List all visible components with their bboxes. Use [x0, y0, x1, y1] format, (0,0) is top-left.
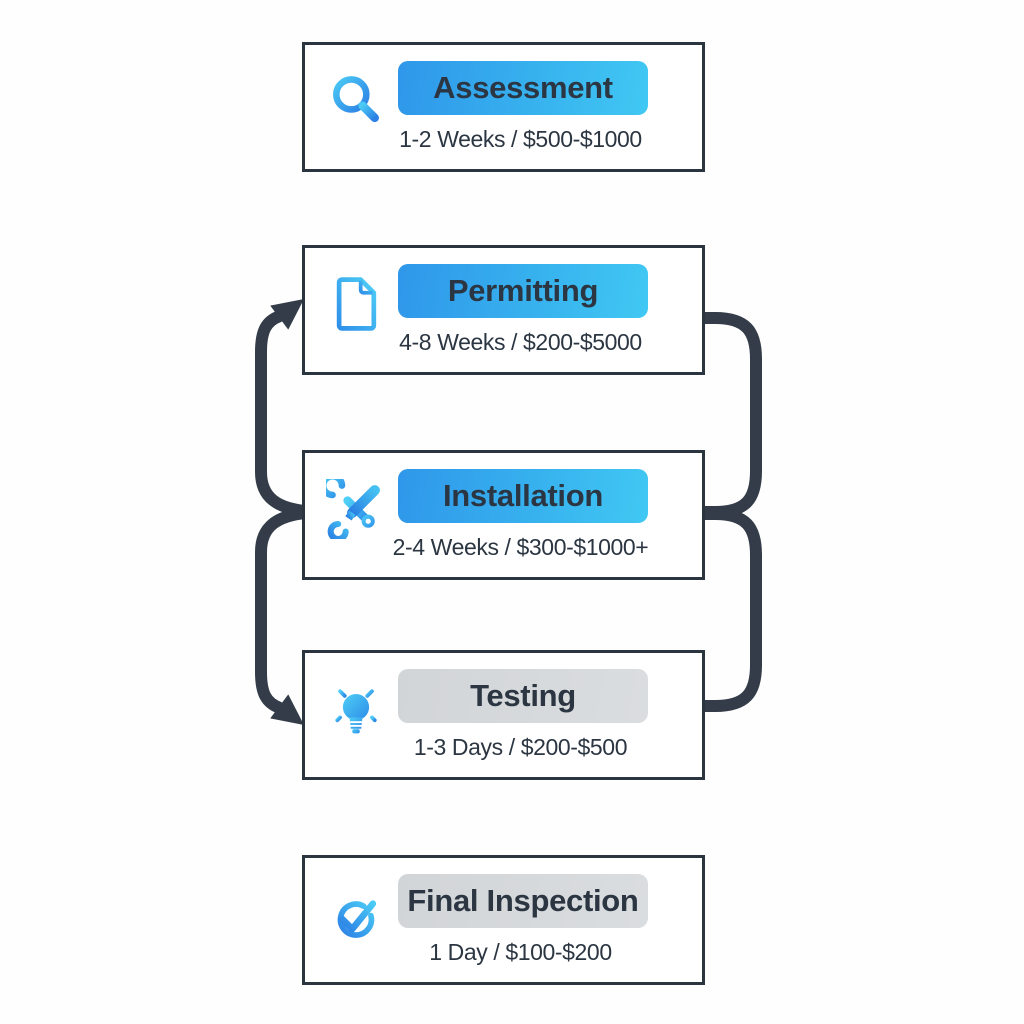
stage-title: Permitting — [447, 273, 599, 308]
stage-title-bar: Assessment — [398, 61, 648, 115]
document-icon — [336, 277, 377, 331]
stage-detail: 4-8 Weeks / $200-$5000 — [399, 329, 642, 355]
stage-detail: 2-4 Weeks / $300-$1000+ — [392, 534, 649, 560]
arrowhead-up-icon — [270, 299, 304, 330]
stage-title-bar: Installation — [398, 469, 648, 523]
stage-permitting: Permitting 4-8 Weeks / $200-$5000 — [302, 245, 705, 375]
lightbulb-icon — [329, 681, 383, 734]
stage-final-inspection: Final Inspection 1 Day / $100-$200 — [302, 855, 705, 985]
arrowhead-down-icon — [270, 694, 304, 725]
tools-icon — [326, 479, 380, 539]
stage-assessment: Assessment 1-2 Weeks / $500-$1000 — [302, 42, 705, 172]
stage-detail: 1-2 Weeks / $500-$1000 — [399, 126, 642, 152]
search-icon — [333, 76, 379, 123]
stage-title-bar: Testing — [398, 669, 648, 723]
connector-left-up — [255, 310, 306, 517]
stage-title: Installation — [442, 478, 604, 513]
stage-detail: 1 Day / $100-$200 — [429, 939, 612, 965]
connector-left-down — [255, 507, 306, 714]
stage-testing: Testing 1-3 Days / $200-$500 — [302, 650, 705, 780]
stage-detail: 1-3 Days / $200-$500 — [413, 734, 628, 760]
stage-title: Final Inspection — [407, 883, 639, 918]
connector-right-bottom — [703, 508, 762, 712]
connector-right-top — [703, 312, 762, 518]
check-circle-icon — [337, 900, 377, 938]
stage-title-bar: Permitting — [398, 264, 648, 318]
stage-installation: Installation 2-4 Weeks / $300-$1000+ — [302, 450, 705, 580]
stage-title: Assessment — [433, 70, 613, 105]
stage-title: Testing — [470, 678, 576, 713]
stage-title-bar: Final Inspection — [398, 874, 648, 928]
